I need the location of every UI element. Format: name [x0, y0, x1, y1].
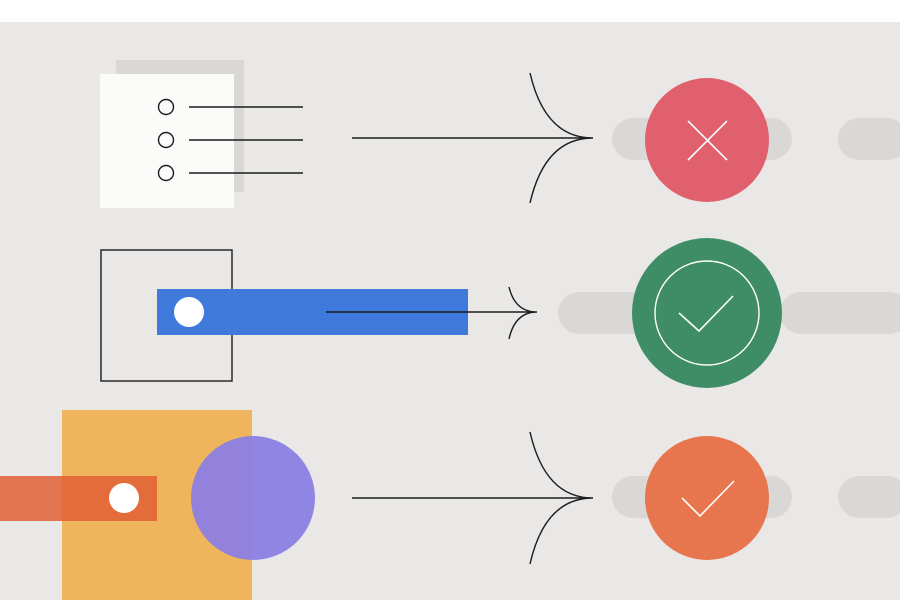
checkmark-icon [678, 295, 734, 333]
blurred-shadow [838, 118, 900, 160]
arrow-right-icon [352, 72, 594, 204]
blurred-shadow [780, 292, 900, 334]
top-margin [0, 0, 900, 22]
purple-circle [191, 436, 315, 560]
arrow-right-icon [326, 286, 538, 340]
blurred-shadow [838, 476, 900, 518]
toggle-knob [109, 483, 139, 513]
checklist-card [100, 74, 234, 208]
radio-icon [157, 131, 175, 149]
radio-icon [157, 164, 175, 182]
checkmark-icon [681, 480, 735, 518]
row-2 [100, 238, 900, 388]
radio-icon [157, 98, 175, 116]
success-badge [632, 238, 782, 388]
row-1 [100, 60, 900, 208]
checklist-items [157, 98, 303, 182]
badge-ring [654, 260, 760, 366]
success-badge [645, 436, 769, 560]
arrow-right-icon [352, 431, 594, 565]
toggle-knob [174, 297, 204, 327]
x-icon [687, 120, 728, 161]
row-3 [0, 410, 900, 600]
